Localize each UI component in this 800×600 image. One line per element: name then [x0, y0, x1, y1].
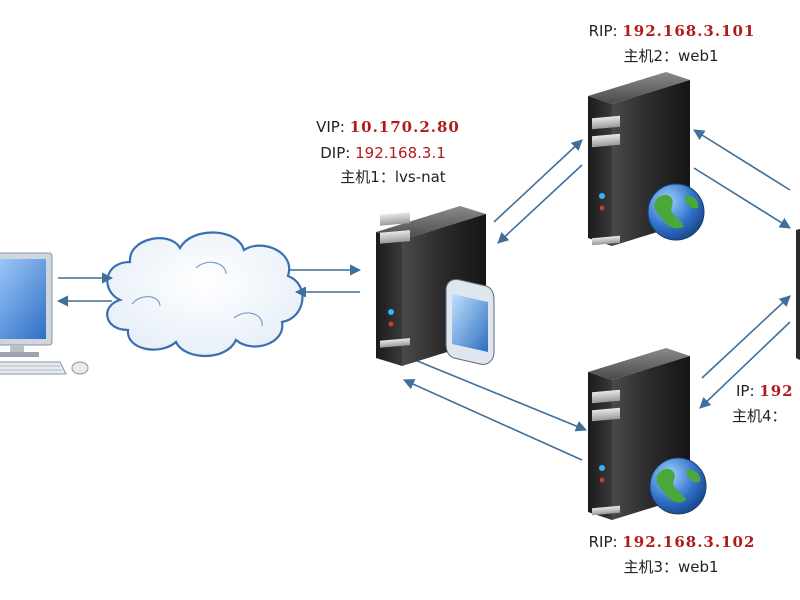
server-with-firewall-icon — [376, 206, 495, 366]
arrow-web1-top-to-lvs — [497, 164, 583, 244]
web1-bottom-host-label: 主机3：web1 — [623, 558, 719, 576]
server-with-globe-icon — [588, 348, 707, 520]
rip-key: RIP: — [588, 22, 618, 40]
vip-value: 10.170.2.80 — [349, 118, 460, 136]
rip-key: RIP: — [588, 533, 618, 551]
vip-key: VIP: — [316, 118, 345, 136]
server-with-globe-icon — [588, 72, 705, 246]
server-icon — [796, 229, 800, 360]
arrow-web1-bottom-to-lvs — [402, 379, 583, 461]
web1-bottom-rip-label: RIP: 192.168.3.102 — [589, 532, 756, 552]
host4-host-label: 主机4： — [732, 407, 787, 425]
lvs-host-label: 主机1：lvs-nat — [340, 168, 446, 186]
rip-value: 192.168.3.102 — [622, 533, 756, 551]
arrow-web1-bottom-to-host4 — [701, 295, 791, 379]
connection-arrows — [56, 129, 791, 461]
ip-value: 192 — [759, 382, 794, 400]
ip-key: IP: — [736, 382, 755, 400]
dip-value: 192.168.3.1 — [355, 144, 446, 162]
desktop-computer-icon — [0, 252, 89, 375]
rip-value: 192.168.3.101 — [622, 22, 756, 40]
host4-ip-label: IP: 192 — [736, 381, 794, 401]
lvs-dip-label: DIP: 192.168.3.1 — [320, 143, 446, 163]
arrow-lvs-to-web1-top — [493, 139, 583, 223]
arrow-host4-to-web1-top — [693, 129, 791, 191]
web1-top-host-label: 主机2：web1 — [623, 47, 719, 65]
arrow-lvs-to-web1-bottom — [409, 357, 588, 432]
lvs-vip-label: VIP: 10.170.2.80 — [316, 117, 460, 137]
web1-top-rip-label: RIP: 192.168.3.101 — [589, 21, 756, 41]
cloud-icon — [106, 231, 304, 358]
arrow-web1-top-to-host4 — [693, 167, 791, 229]
dip-key: DIP: — [320, 144, 351, 162]
arrow-host4-to-web1-bottom — [699, 321, 791, 409]
